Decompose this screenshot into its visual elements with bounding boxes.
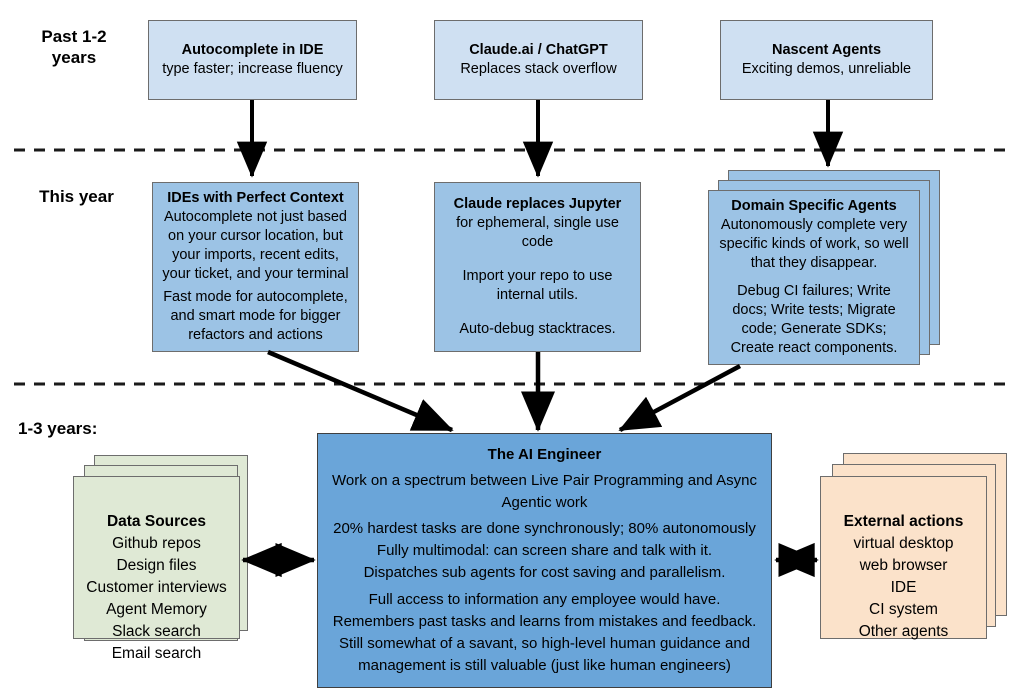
list-item: Customer interviews	[86, 579, 227, 596]
node-body-2: Debug CI failures; Write docs; Write tes…	[730, 283, 898, 356]
list-item: Github repos	[112, 535, 201, 552]
node-nascent-agents[interactable]: Nascent Agents Exciting demos, unreliabl…	[720, 20, 933, 100]
list-item: Design files	[116, 557, 197, 574]
node-body-2: Fast mode for autocomplete, and smart mo…	[163, 289, 348, 343]
node-title: Nascent Agents	[771, 42, 882, 58]
node-title: Data Sources	[106, 513, 207, 530]
node-title: The AI Engineer	[487, 446, 602, 463]
node-title: Domain Specific Agents	[731, 198, 897, 214]
node-body: type faster; increase fluency	[162, 61, 343, 77]
node-autocomplete-in-ide[interactable]: Autocomplete in IDE type faster; increas…	[148, 20, 357, 100]
node-body: Exciting demos, unreliable	[741, 61, 912, 77]
node-data-sources[interactable]: Data Sources Github repos Design files C…	[73, 476, 240, 662]
node-paragraph-3: Full access to information any employee …	[332, 591, 757, 675]
list-item: Email search	[111, 645, 202, 662]
node-title: External actions	[843, 513, 964, 530]
node-body-2: Import your repo to use internal utils.	[462, 268, 613, 303]
node-domain-specific-agents[interactable]: Domain Specific Agents Autonomously comp…	[708, 190, 920, 365]
arrow-ides-to-ai-engineer	[267, 349, 454, 433]
list-item: Agent Memory	[106, 601, 207, 618]
node-claude-replaces-jupyter[interactable]: Claude replaces Jupyter for ephemeral, s…	[434, 182, 641, 352]
node-external-actions[interactable]: External actions virtual desktop web bro…	[820, 476, 987, 640]
row-label-one-to-three-years: 1-3 years:	[18, 419, 98, 438]
row-label-this-year: This year	[39, 187, 114, 206]
node-title: IDEs with Perfect Context	[167, 190, 344, 206]
list-item: CI system	[869, 601, 938, 618]
node-paragraph-1: Work on a spectrum between Live Pair Pro…	[332, 471, 757, 511]
node-claude-ai-chatgpt[interactable]: Claude.ai / ChatGPT Replaces stack overf…	[434, 20, 643, 100]
node-body: Replaces stack overflow	[460, 61, 617, 77]
node-title: Claude replaces Jupyter	[453, 196, 622, 212]
node-title: Autocomplete in IDE	[181, 42, 324, 58]
node-the-ai-engineer[interactable]: The AI Engineer Work on a spectrum betwe…	[317, 433, 772, 688]
node-ides-with-perfect-context[interactable]: IDEs with Perfect Context Autocomplete n…	[152, 182, 359, 352]
node-body-3: Auto-debug stacktraces.	[459, 321, 616, 337]
row-label-past: Past 1-2 years	[41, 27, 107, 67]
list-item: web browser	[859, 557, 948, 574]
list-item: IDE	[890, 579, 917, 596]
node-body-1: Autocomplete not just based on your curs…	[162, 209, 349, 282]
node-body-1: for ephemeral, single use code	[456, 215, 619, 250]
node-paragraph-2: 20% hardest tasks are done synchronously…	[333, 520, 756, 582]
list-item: Other agents	[858, 623, 949, 640]
list-item: Slack search	[112, 623, 201, 640]
node-title: Claude.ai / ChatGPT	[469, 42, 608, 58]
arrow-domain-agents-to-ai-engineer	[618, 364, 742, 432]
node-body-1: Autonomously complete very specific kind…	[719, 217, 909, 271]
list-item: virtual desktop	[853, 535, 954, 552]
